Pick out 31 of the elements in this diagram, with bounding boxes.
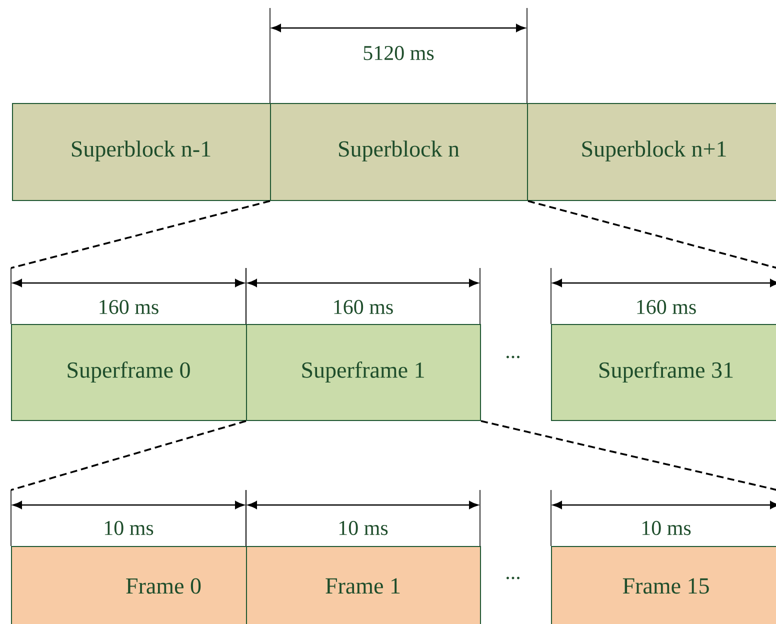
time-slot-box — [12, 103, 271, 201]
dimension-label: 160 ms — [100, 300, 158, 314]
ellipsis: ... — [506, 356, 520, 358]
zoom-line — [10, 200, 270, 269]
zoom-line — [528, 200, 776, 269]
dimension-label: 5120 ms — [364, 46, 434, 60]
dimension-label: 10 ms — [339, 520, 388, 536]
dimension-label: 160 ms — [637, 300, 696, 314]
time-slot-box — [551, 324, 776, 421]
time-slot-box — [11, 546, 247, 624]
time-slot-box — [270, 103, 528, 201]
time-slot-box — [11, 324, 247, 421]
time-slot-box — [527, 103, 776, 201]
dimension-label: 10 ms — [104, 520, 154, 536]
slot-label: Frame 1 — [326, 578, 400, 594]
slot-label: Superframe 31 — [600, 361, 733, 383]
ellipsis: ... — [506, 576, 520, 580]
slot-label: Superframe 1 — [302, 361, 424, 383]
slot-label: Frame 15 — [622, 578, 709, 594]
dimension-label: 10 ms — [642, 520, 691, 536]
slot-label: Superblock n — [339, 140, 460, 162]
time-slot-box — [246, 324, 481, 421]
dimension-label: 160 ms — [334, 300, 393, 314]
time-slot-box — [246, 546, 481, 624]
slot-label: Superframe 0 — [68, 361, 190, 383]
slot-label: Superblock n+1 — [582, 140, 726, 162]
slot-label: Frame 0 — [126, 578, 201, 594]
slot-label: Superblock n-1 — [72, 140, 210, 162]
time-slot-box — [551, 546, 776, 624]
zoom-line — [10, 420, 246, 491]
zoom-line — [480, 420, 776, 491]
